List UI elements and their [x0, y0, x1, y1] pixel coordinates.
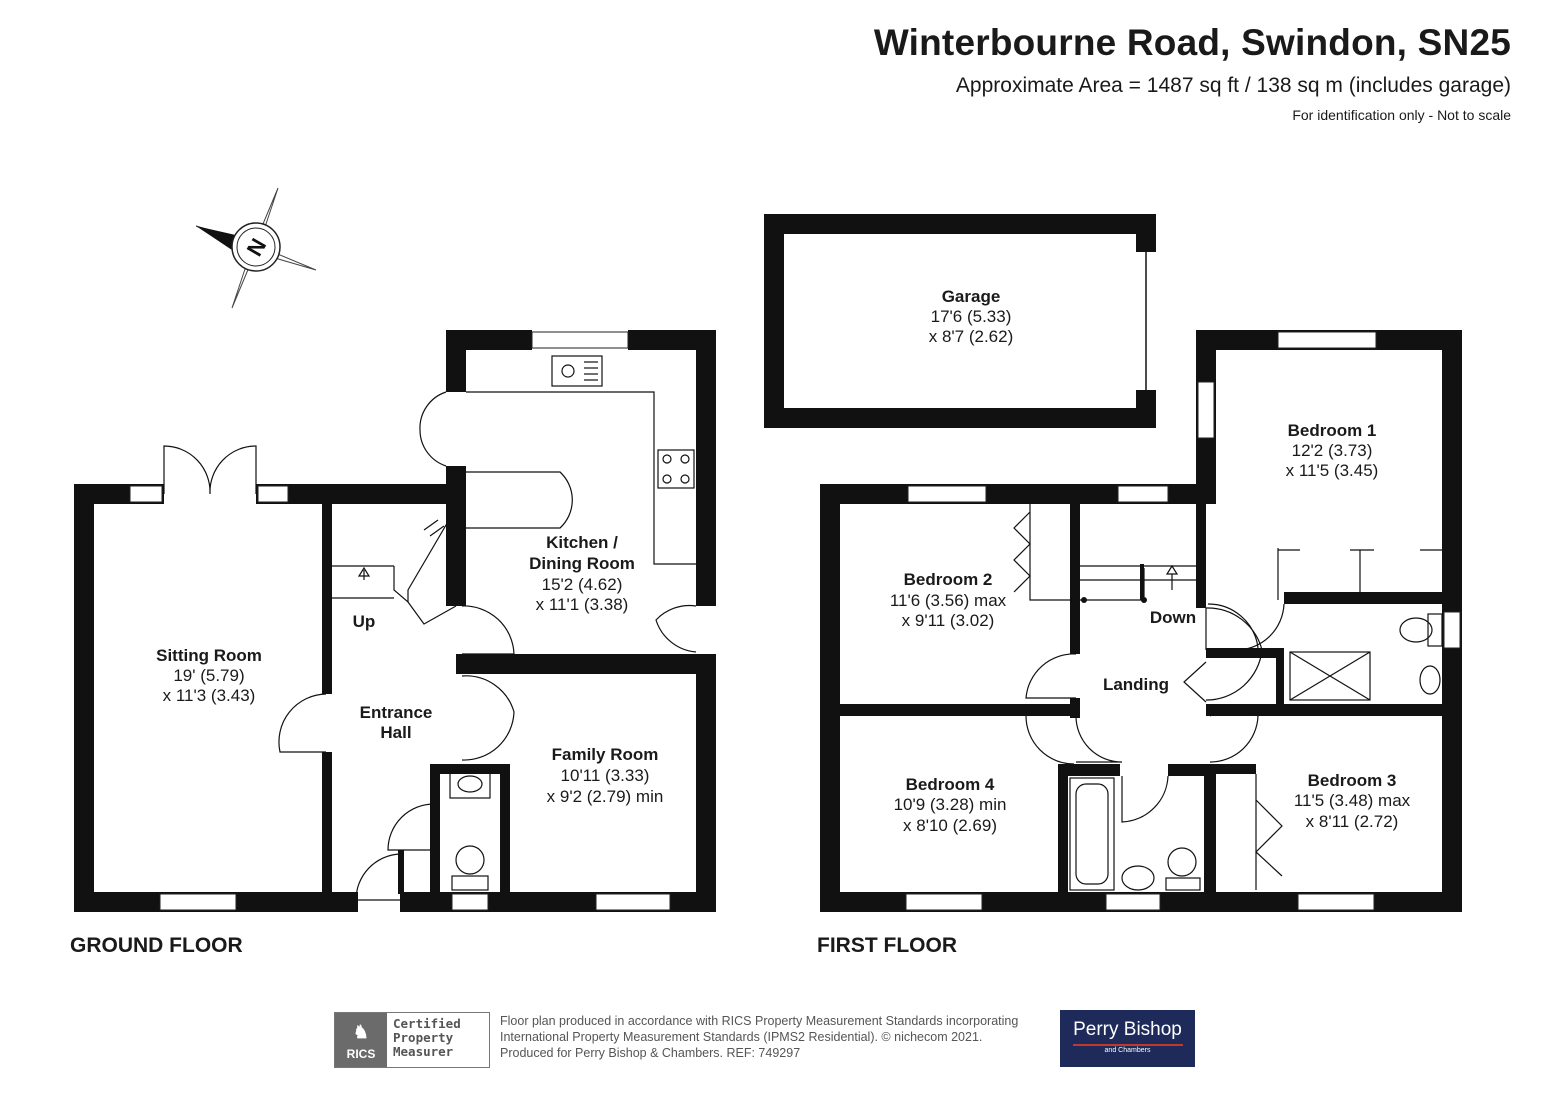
bedroom4-name: Bedroom 4	[906, 775, 995, 794]
floor-plan: N	[70, 187, 1462, 957]
agent-subtitle: and Chambers	[1104, 1047, 1151, 1054]
rics-certification: Certified Property Measurer	[387, 1013, 467, 1067]
agent-logo: Perry Bishop and Chambers	[1060, 1010, 1195, 1067]
sitting-room-name: Sitting Room	[156, 646, 262, 665]
kitchen-name: Dining Room	[529, 554, 635, 573]
lion-icon: ♞	[352, 1022, 370, 1042]
footnote: Floor plan produced in accordance with R…	[500, 1013, 1018, 1061]
footnote-line: Produced for Perry Bishop & Chambers. RE…	[500, 1046, 801, 1060]
page-title: Winterbourne Road, Swindon, SN25	[873, 22, 1511, 63]
garage-dim: x 8'7 (2.62)	[929, 327, 1014, 346]
agent-name: Perry Bishop	[1073, 1019, 1182, 1040]
kitchen-dim: x 11'1 (3.38)	[536, 595, 629, 614]
bedroom1-dim: 12'2 (3.73)	[1292, 441, 1373, 460]
ground-floor-label: GROUND FLOOR	[70, 934, 243, 957]
rics-logo: ♞ RICS	[335, 1013, 387, 1067]
rics-cert-line: Measurer	[393, 1044, 454, 1059]
bedroom1-dim: x 11'5 (3.45)	[1286, 461, 1379, 480]
family-room-dim: x 9'2 (2.79) min	[547, 787, 664, 806]
kitchen-name: Kitchen /	[546, 533, 618, 552]
bedroom4-dim: x 8'10 (2.69)	[903, 816, 997, 835]
stairs-down-label: Down	[1150, 608, 1196, 627]
footnote-line: International Property Measurement Stand…	[500, 1030, 983, 1044]
rics-badge: ♞ RICS Certified Property Measurer	[334, 1012, 490, 1068]
garage-plan	[764, 214, 1156, 428]
disclaimer: For identification only - Not to scale	[1292, 107, 1511, 123]
ground-floor-plan	[74, 330, 716, 912]
landing-name: Landing	[1103, 675, 1169, 694]
agent-underline	[1072, 1044, 1183, 1046]
bedroom1-name: Bedroom 1	[1288, 421, 1377, 440]
sitting-room-dim: x 11'3 (3.43)	[163, 686, 256, 705]
bedroom3-dim: x 8'11 (2.72)	[1306, 812, 1399, 831]
rics-cert-line: Certified	[393, 1016, 461, 1031]
compass-icon: N	[195, 187, 317, 309]
bedroom4-dim: 10'9 (3.28) min	[894, 795, 1007, 814]
stairs-up-label: Up	[353, 612, 376, 631]
hall-name: Entrance	[360, 703, 433, 722]
footnote-line: Floor plan produced in accordance with R…	[500, 1014, 1019, 1028]
family-room-name: Family Room	[552, 745, 659, 764]
bedroom3-name: Bedroom 3	[1308, 771, 1397, 790]
approximate-area: Approximate Area = 1487 sq ft / 138 sq m…	[955, 74, 1511, 97]
bedroom3-dim: 11'5 (3.48) max	[1294, 791, 1411, 810]
rics-cert-line: Property	[393, 1030, 454, 1045]
sitting-room-dim: 19' (5.79)	[173, 666, 244, 685]
first-floor-plan	[820, 330, 1462, 912]
hall-name: Hall	[380, 723, 411, 742]
first-floor-label: FIRST FLOOR	[817, 934, 957, 957]
kitchen-dim: 15'2 (4.62)	[542, 575, 623, 594]
family-room-dim: 10'11 (3.33)	[561, 766, 650, 785]
rics-logo-text: RICS	[346, 1047, 376, 1061]
garage-name: Garage	[942, 287, 1001, 306]
bedroom2-dim: 11'6 (3.56) max	[890, 591, 1007, 610]
bedroom2-name: Bedroom 2	[904, 570, 993, 589]
bedroom2-dim: x 9'11 (3.02)	[902, 611, 995, 630]
garage-dim: 17'6 (5.33)	[931, 307, 1012, 326]
